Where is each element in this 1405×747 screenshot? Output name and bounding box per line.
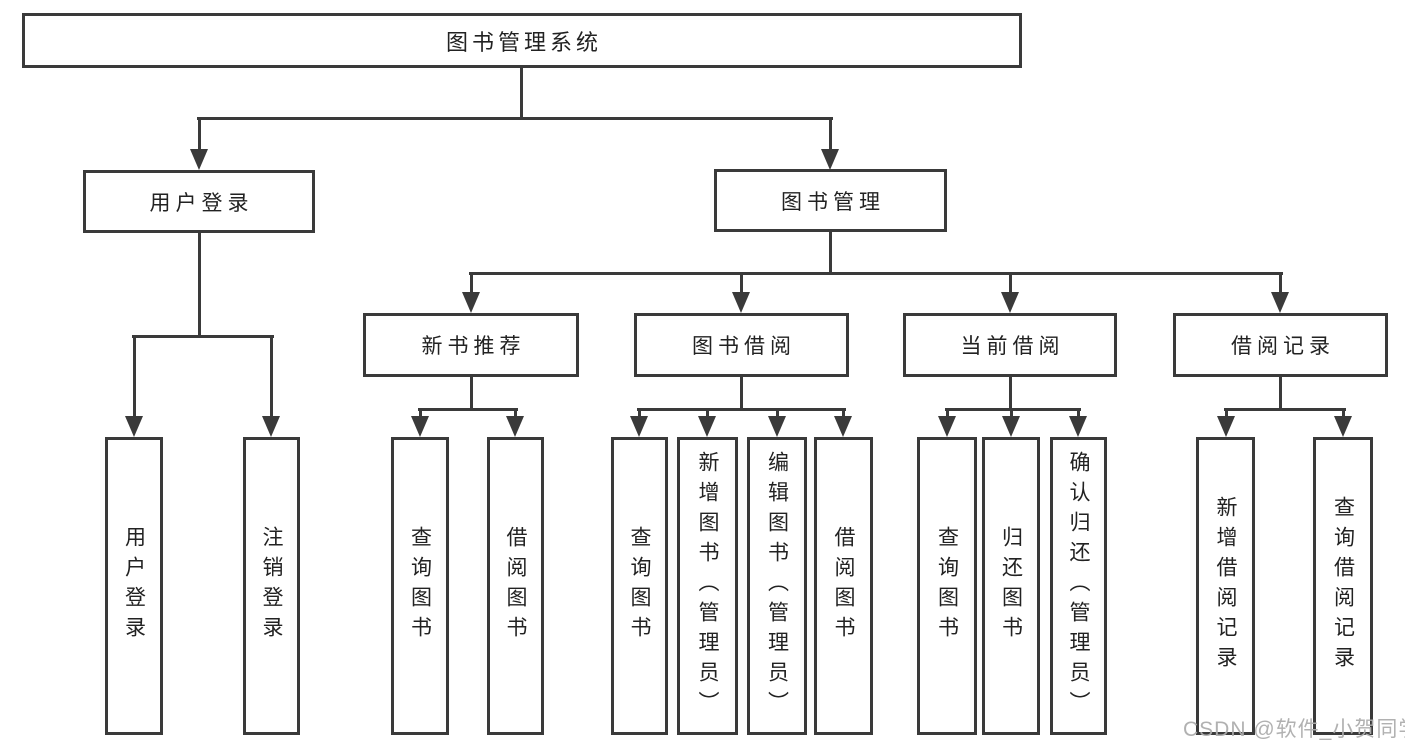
node-label: 查询图书 [628, 526, 652, 646]
node-label: 编辑图书（管理员） [765, 451, 789, 721]
connector-line-horizontal [945, 408, 1081, 411]
node-label: 新书推荐 [421, 335, 526, 358]
arrowhead-down-icon [630, 416, 648, 437]
arrowhead-down-icon [506, 416, 524, 437]
node-query-books-borrowing: 查询图书 [611, 437, 668, 735]
node-label: 查询图书 [935, 526, 959, 646]
connector-line-vertical [198, 117, 201, 155]
node-label: 当前借阅 [960, 335, 1065, 358]
connector-line-vertical [470, 377, 473, 411]
connector-line-vertical [1010, 408, 1013, 421]
arrowhead-down-icon [1069, 416, 1087, 437]
arrowhead-down-icon [411, 416, 429, 437]
arrowhead-down-icon [732, 292, 750, 313]
node-logout-action: 注销登录 [243, 437, 300, 735]
connector-line-vertical [638, 408, 641, 421]
connector-line-vertical [270, 335, 273, 421]
connector-line-vertical [198, 233, 201, 338]
node-query-books-recommend: 查询图书 [391, 437, 449, 735]
node-label: 借阅图书 [504, 526, 528, 646]
connector-line-vertical [520, 68, 523, 117]
connector-line-vertical [1342, 408, 1345, 421]
node-return-books: 归还图书 [982, 437, 1040, 735]
node-add-borrow-record: 新增借阅记录 [1196, 437, 1255, 735]
arrowhead-down-icon [1334, 416, 1352, 437]
connector-line-horizontal [469, 272, 1283, 275]
connector-line-vertical [776, 408, 779, 421]
connector-line-vertical [842, 408, 845, 421]
connector-line-vertical [1009, 377, 1012, 411]
connector-line-vertical [1009, 272, 1012, 297]
connector-line-vertical [1077, 408, 1080, 421]
arrowhead-down-icon [262, 416, 280, 437]
arrowhead-down-icon [768, 416, 786, 437]
node-book-management: 图书管理 [714, 169, 947, 232]
arrowhead-down-icon [821, 149, 839, 170]
connector-line-horizontal [1224, 408, 1346, 411]
arrowhead-down-icon [462, 292, 480, 313]
node-label: 新增图书（管理员） [696, 451, 720, 721]
arrowhead-down-icon [1271, 292, 1289, 313]
connector-line-vertical [740, 272, 743, 297]
connector-line-vertical [1279, 272, 1282, 297]
arrowhead-down-icon [190, 149, 208, 170]
node-add-books-admin: 新增图书（管理员） [677, 437, 738, 735]
node-label: 注销登录 [260, 526, 284, 646]
arrowhead-down-icon [1002, 416, 1020, 437]
connector-line-vertical [706, 408, 709, 421]
connector-line-horizontal [637, 408, 846, 411]
node-book-borrowing: 图书借阅 [634, 313, 849, 377]
arrowhead-down-icon [834, 416, 852, 437]
connector-line-horizontal [418, 408, 518, 411]
connector-line-vertical [470, 272, 473, 297]
connector-line-vertical [829, 117, 832, 155]
connector-line-vertical [514, 408, 517, 421]
node-label: 借阅记录 [1231, 335, 1335, 358]
node-borrow-books-recommend: 借阅图书 [487, 437, 544, 735]
node-label: 图书管理系统 [445, 29, 602, 55]
node-library-management-system: 图书管理系统 [22, 13, 1022, 68]
node-user-login-action: 用户登录 [105, 437, 163, 735]
watermark: CSDN @软件_小贺同学 [1183, 718, 1405, 741]
connector-line-vertical [419, 408, 422, 421]
node-user-login: 用户登录 [83, 170, 315, 233]
node-label: 查询图书 [408, 526, 432, 646]
node-label: 用户登录 [122, 526, 146, 646]
node-label: 新增借阅记录 [1214, 496, 1238, 676]
arrowhead-down-icon [698, 416, 716, 437]
node-label: 确认归还（管理员） [1067, 451, 1091, 721]
node-confirm-return-admin: 确认归还（管理员） [1050, 437, 1107, 735]
node-label: 查询借阅记录 [1331, 496, 1355, 676]
node-label: 借阅图书 [832, 526, 856, 646]
connector-line-horizontal [132, 335, 274, 338]
node-label: 图书借阅 [692, 335, 796, 358]
connector-line-vertical [829, 232, 832, 275]
connector-line-vertical [946, 408, 949, 421]
arrowhead-down-icon [125, 416, 143, 437]
connector-line-vertical [1225, 408, 1228, 421]
connector-line-vertical [740, 377, 743, 411]
connector-line-vertical [1279, 377, 1282, 411]
node-edit-books-admin: 编辑图书（管理员） [747, 437, 807, 735]
node-borrow-books-borrowing: 借阅图书 [814, 437, 873, 735]
node-current-borrowing: 当前借阅 [903, 313, 1117, 377]
connector-line-horizontal [197, 117, 833, 120]
node-label: 用户登录 [149, 191, 254, 215]
node-label: 归还图书 [999, 526, 1023, 646]
node-query-borrow-record: 查询借阅记录 [1313, 437, 1373, 735]
node-borrowing-records: 借阅记录 [1173, 313, 1388, 377]
arrowhead-down-icon [938, 416, 956, 437]
arrowhead-down-icon [1001, 292, 1019, 313]
connector-line-vertical [133, 335, 136, 421]
node-new-book-recommend: 新书推荐 [363, 313, 579, 377]
node-query-books-current: 查询图书 [917, 437, 977, 735]
node-label: 图书管理 [781, 190, 885, 214]
arrowhead-down-icon [1217, 416, 1235, 437]
